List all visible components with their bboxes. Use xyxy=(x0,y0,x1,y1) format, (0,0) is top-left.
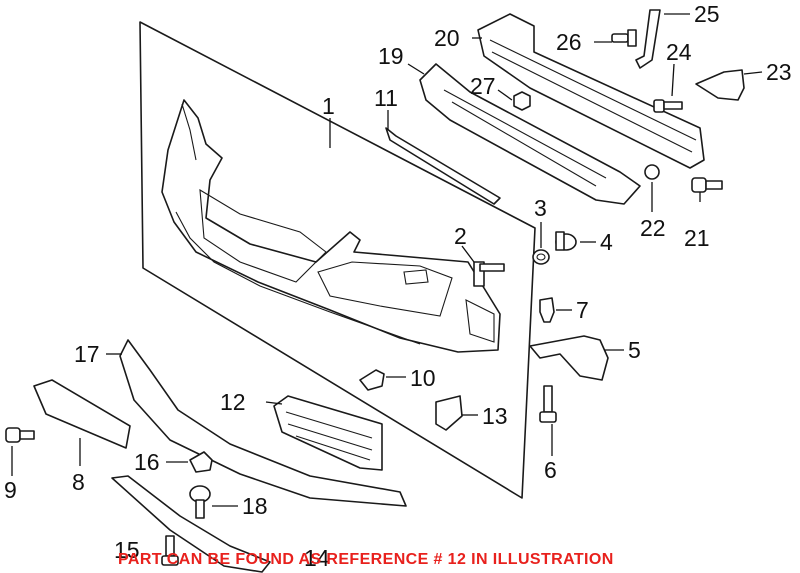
callout-13: 13 xyxy=(482,403,508,429)
callout-7: 7 xyxy=(576,297,589,323)
part-12 xyxy=(273,395,383,471)
callout-26: 26 xyxy=(556,29,582,55)
callout-27: 27 xyxy=(470,73,496,99)
callout-14: 14 xyxy=(304,545,330,571)
callout-11: 11 xyxy=(374,85,398,111)
part-13 xyxy=(435,395,463,431)
callout-6: 6 xyxy=(544,457,557,483)
leader-lines xyxy=(11,13,763,507)
part-27 xyxy=(513,91,531,111)
callout-24: 24 xyxy=(666,39,692,65)
callout-4: 4 xyxy=(600,229,613,255)
callout-2: 2 xyxy=(454,223,467,249)
callout-18: 18 xyxy=(242,493,268,519)
callout-5: 5 xyxy=(628,337,641,363)
callout-20: 20 xyxy=(434,25,460,51)
callout-9: 9 xyxy=(4,477,17,503)
part-23 xyxy=(695,69,745,101)
part-3 xyxy=(532,249,550,265)
part-21 xyxy=(691,177,723,193)
callout-22: 22 xyxy=(640,215,666,241)
part-16 xyxy=(189,451,213,473)
reference-note: PART CAN BE FOUND AS REFERENCE # 12 IN I… xyxy=(118,551,614,568)
callout-21: 21 xyxy=(684,225,710,251)
callout-labels: 1 2 3 4 5 6 7 8 9 10 11 12 13 14 15 16 1… xyxy=(4,1,792,571)
callout-8: 8 xyxy=(72,469,85,495)
callout-15: 15 xyxy=(114,537,140,563)
callout-16: 16 xyxy=(134,449,160,475)
callout-19: 19 xyxy=(378,43,404,69)
part-9 xyxy=(5,427,35,443)
part-24 xyxy=(653,99,683,113)
part-2 xyxy=(473,261,505,287)
part-10 xyxy=(359,369,385,391)
callout-23: 23 xyxy=(766,59,792,85)
part-15 xyxy=(161,535,179,566)
part-26 xyxy=(611,29,637,47)
part-22 xyxy=(644,164,660,180)
part-11 xyxy=(385,127,501,205)
callout-1: 1 xyxy=(322,93,335,119)
callout-25: 25 xyxy=(694,1,720,27)
callout-12: 12 xyxy=(220,389,246,415)
callout-3: 3 xyxy=(534,195,547,221)
part-25 xyxy=(635,9,661,69)
part-19 xyxy=(419,63,641,205)
part-4 xyxy=(555,231,577,251)
part-6 xyxy=(539,385,557,423)
part-18 xyxy=(189,485,211,519)
part-7 xyxy=(539,297,555,323)
callout-17: 17 xyxy=(74,341,100,367)
part-14 xyxy=(111,475,271,573)
part-17 xyxy=(119,339,407,507)
part-5 xyxy=(529,335,609,381)
part-8 xyxy=(33,379,131,449)
callout-10: 10 xyxy=(410,365,436,391)
bumper-cover xyxy=(161,99,501,353)
